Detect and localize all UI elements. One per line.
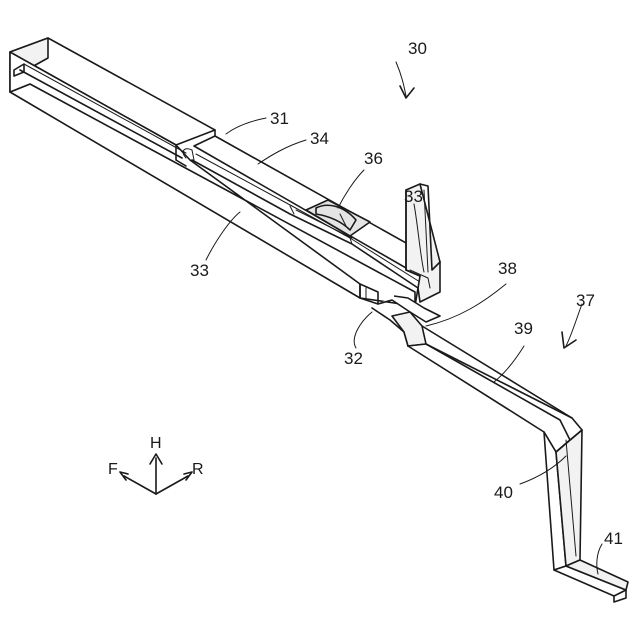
label-40: 40: [494, 483, 513, 502]
label-31: 31: [270, 109, 289, 128]
axis-label-r: R: [192, 461, 204, 478]
label-33-right: 33: [404, 187, 423, 206]
label-30: 30: [408, 39, 427, 58]
label-39: 39: [514, 319, 533, 338]
axis-label-f: F: [108, 461, 118, 478]
label-41: 41: [604, 529, 623, 548]
label-33-left: 33: [190, 261, 209, 280]
housing-body: [10, 38, 440, 306]
label-32: 32: [344, 349, 363, 368]
label-37: 37: [576, 291, 595, 310]
direction-indicator: H F R: [108, 435, 204, 494]
label-34: 34: [310, 129, 329, 148]
label-36: 36: [364, 149, 383, 168]
contact-member: [372, 296, 628, 602]
label-38: 38: [498, 259, 517, 278]
axis-label-h: H: [150, 435, 162, 452]
